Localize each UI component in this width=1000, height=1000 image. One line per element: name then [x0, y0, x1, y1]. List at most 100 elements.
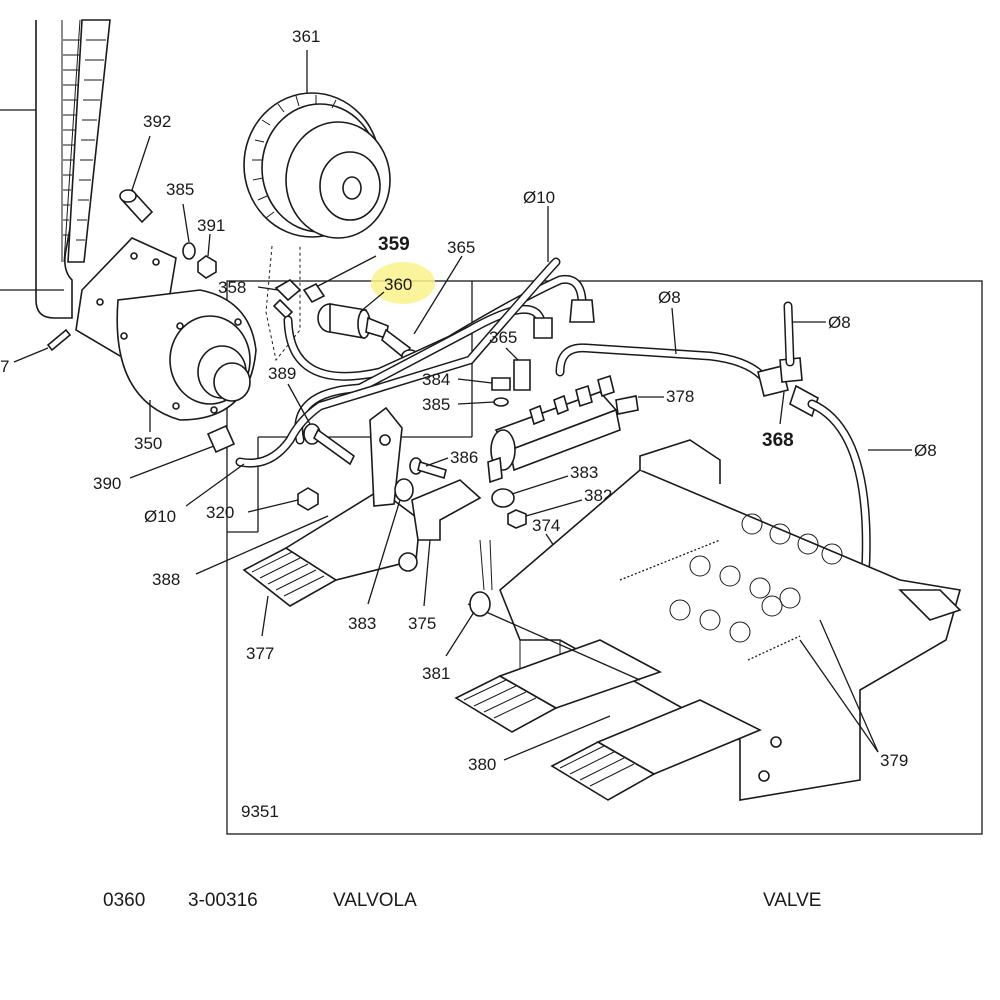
- label-365a: 365: [447, 238, 475, 257]
- leader-d8a: [671, 307, 677, 355]
- label-374: 374: [532, 516, 560, 535]
- fitting-359: [302, 282, 326, 304]
- leader-358: [257, 286, 279, 291]
- washer-385b: [493, 397, 509, 407]
- hose-d10-lower: [294, 304, 545, 445]
- leader-382: [525, 499, 583, 517]
- washer-385: [182, 242, 196, 260]
- leader-7: [13, 347, 49, 363]
- screw-389: [303, 423, 356, 466]
- motor-housing-350: [75, 237, 257, 421]
- fitting-358: [272, 279, 302, 320]
- leader-386: [425, 457, 449, 467]
- leader-d10b: [185, 463, 245, 507]
- label-385a: 385: [166, 180, 194, 199]
- tee-368: [757, 357, 819, 418]
- bracket-375: [411, 479, 482, 541]
- screw-386: [409, 457, 447, 480]
- label-385b: 385: [422, 395, 450, 414]
- label-d10b: Ø10: [144, 507, 176, 526]
- fitting-365-upper: [533, 317, 553, 339]
- label-377: 377: [246, 644, 274, 663]
- nut-383: [491, 488, 515, 508]
- label-358: 358: [218, 278, 246, 297]
- highlight-360: [371, 262, 435, 304]
- leader-383b: [367, 499, 401, 605]
- leader-320: [247, 499, 299, 513]
- leader-384: [457, 378, 493, 384]
- pedal-base-assembly: [499, 439, 962, 801]
- leader-365a: [413, 255, 463, 335]
- fitting-390: [206, 424, 236, 454]
- nut-391: [197, 255, 217, 279]
- hose-d8-a: [555, 343, 767, 381]
- part-name-italian: VALVOLA: [333, 890, 417, 911]
- leader-385b: [457, 401, 495, 405]
- leader-368: [779, 391, 785, 425]
- nut-383-lower: [394, 478, 414, 502]
- part-number: 0360: [103, 890, 146, 911]
- label-d10a: Ø10: [523, 188, 555, 207]
- valve-block-378: [487, 374, 639, 484]
- leader-392: [131, 135, 151, 191]
- leader-385a: [182, 203, 190, 243]
- figure-code: 9351: [241, 802, 279, 821]
- label-380: 380: [468, 755, 496, 774]
- leader-380: [503, 715, 611, 761]
- label-391: 391: [197, 216, 225, 235]
- leader-391: [207, 233, 211, 257]
- label-320: 320: [206, 503, 234, 522]
- label-378: 378: [666, 387, 694, 406]
- inset-frame: [226, 280, 983, 835]
- label-386: 386: [450, 448, 478, 467]
- label-d8b: Ø8: [828, 313, 851, 332]
- shaft-381: [467, 539, 641, 681]
- leader-390: [129, 445, 215, 479]
- label-383b: 383: [348, 614, 376, 633]
- leader-383a: [511, 475, 569, 495]
- nut-382: [507, 509, 527, 529]
- label-360: 360: [384, 275, 412, 294]
- label-392: 392: [143, 112, 171, 131]
- leader-377: [261, 595, 269, 637]
- label-379: 379: [880, 751, 908, 770]
- pedal-377: [242, 406, 421, 607]
- pedal-lower-b: [550, 699, 762, 801]
- label-365b: 365: [489, 328, 517, 347]
- leader-360: [359, 291, 385, 313]
- screw-384: [491, 377, 511, 391]
- pulley-361: [243, 92, 391, 239]
- label-389: 389: [268, 364, 296, 383]
- leader-381: [445, 611, 475, 657]
- label-359: 359: [378, 234, 410, 255]
- part-name-english: VALVE: [763, 890, 822, 911]
- label-368: 368: [762, 430, 794, 451]
- label-381: 381: [422, 664, 450, 683]
- label-388: 388: [152, 570, 180, 589]
- leader-375: [423, 539, 431, 607]
- label-384: 384: [422, 370, 450, 389]
- silencer-365: [513, 359, 531, 391]
- leader-388: [195, 515, 329, 575]
- ring-320: [297, 487, 319, 511]
- label-390: 390: [93, 474, 121, 493]
- label-350: 350: [134, 434, 162, 453]
- dashed-guide: [265, 245, 301, 362]
- hose-d8-top: [783, 301, 795, 367]
- leader-379a: [799, 639, 879, 753]
- label-375: 375: [408, 614, 436, 633]
- label-d8c: Ø8: [914, 441, 937, 460]
- valve-360: [317, 303, 419, 363]
- label-361: 361: [292, 27, 320, 46]
- leader-389: [287, 383, 311, 425]
- label-383a: 383: [570, 463, 598, 482]
- part-code: 3-00316: [188, 890, 258, 911]
- label-7: 7: [0, 357, 9, 376]
- screw-392: [119, 188, 154, 224]
- timing-belt: [35, 19, 111, 319]
- leader-359: [317, 255, 377, 287]
- hose-d10-return: [235, 257, 561, 468]
- leader-365b: [505, 347, 519, 361]
- pedal-lower-a: [454, 639, 662, 733]
